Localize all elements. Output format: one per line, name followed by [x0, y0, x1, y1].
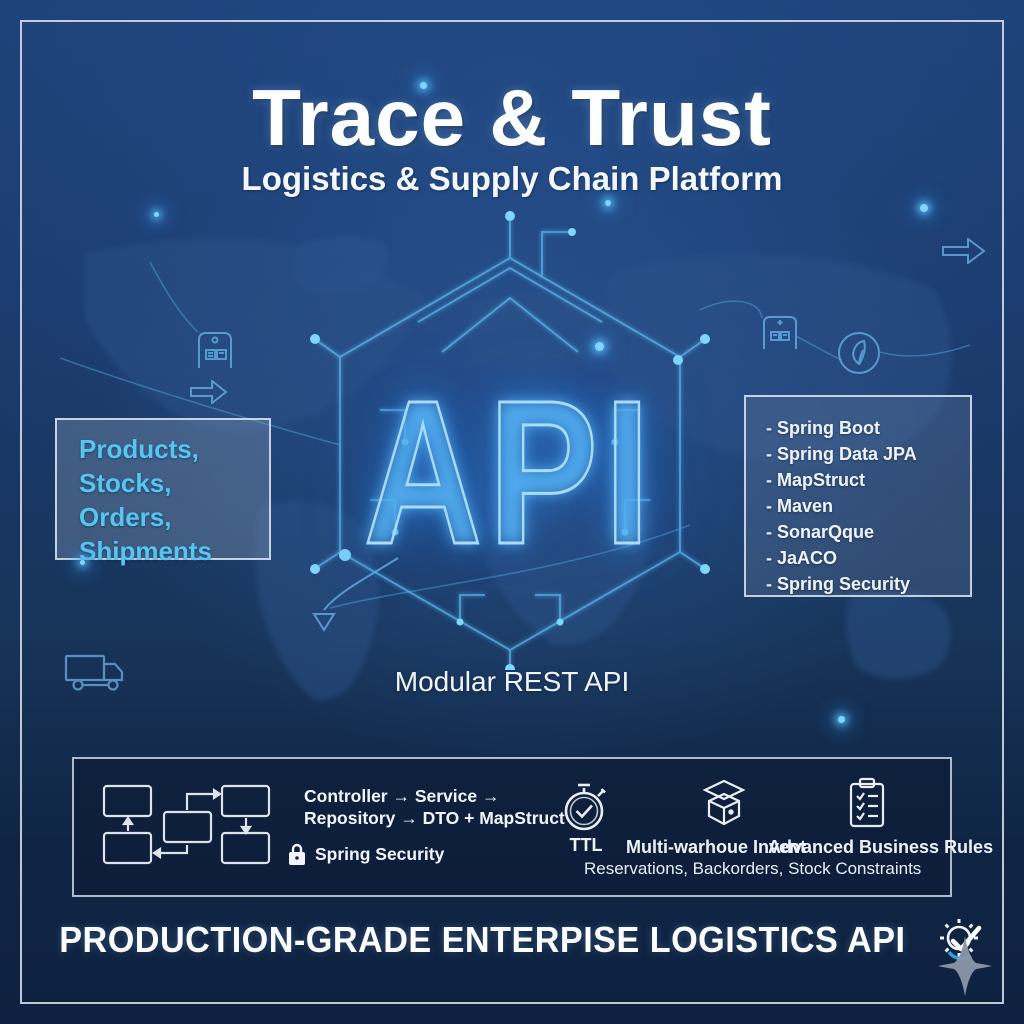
package-icon	[702, 779, 746, 826]
architecture-line1: Controller → Service →	[304, 786, 500, 806]
block-arrow-right-icon	[942, 238, 986, 264]
flowchart-icon	[102, 784, 271, 865]
domain-entities-box: Products, Stocks, Orders, Shipments	[55, 418, 271, 566]
stack-item: - MapStruct	[766, 470, 865, 490]
lock-icon	[289, 843, 305, 865]
stack-item: - Spring Boot	[766, 418, 880, 438]
warehouse-icon	[198, 332, 232, 368]
block-arrow-right-icon	[190, 380, 228, 404]
entity-item: Shipments	[79, 536, 212, 566]
glow-dot	[595, 342, 604, 351]
stack-item: - Maven	[766, 496, 834, 516]
tech-stack-box: - Spring Boot - Spring Data JPA - MapStr…	[744, 395, 972, 597]
leaf-icon	[838, 332, 880, 374]
architecture-line2: Repository → DTO + MapStruct	[304, 808, 565, 828]
stopwatch-icon	[564, 783, 606, 831]
glow-dot	[920, 204, 928, 212]
entity-item: Stocks,	[79, 468, 172, 498]
security-row: Spring Security	[288, 843, 444, 866]
security-label: Spring Security	[315, 844, 445, 864]
warehouse-icon	[763, 316, 797, 349]
glow-dot	[838, 716, 845, 723]
glow-dot	[154, 212, 159, 217]
stack-item: - Spring Security	[766, 574, 911, 594]
entity-item: Products,	[79, 434, 199, 464]
inventory-subline: Reservations, Backorders, Stock Constrai…	[584, 859, 922, 878]
footer: PRODUCTION-GRADE ENTERPISE LOGISTICS API	[0, 916, 1024, 964]
features-panel: Controller → Service → Repository → DTO …	[72, 757, 993, 897]
tagline: Modular REST API	[394, 666, 630, 697]
truck-icon	[64, 654, 124, 691]
api-wordmark: API	[363, 358, 657, 587]
rules-label: Advanced Business Rules	[768, 837, 994, 857]
footer-headline: PRODUCTION-GRADE ENTERPISE LOGISTICS API	[58, 919, 906, 960]
inventory-label: Multi-warhoue Invent	[626, 837, 806, 857]
api-hexagon: API	[310, 200, 710, 670]
sparkle-icon	[938, 936, 992, 996]
glow-dot	[80, 560, 85, 565]
hexagon-circuit-icon	[310, 211, 710, 670]
page-subtitle: Logistics & Supply Chain Platform	[241, 160, 783, 197]
clipboard-checklist-icon	[849, 777, 885, 828]
glow-dot	[420, 82, 427, 89]
architecture-text: Controller → Service → Repository → DTO …	[304, 785, 565, 829]
stack-item: - SonarQque	[766, 522, 875, 542]
stack-item: - Spring Data JPA	[766, 444, 917, 464]
ttl-label: TTL	[569, 835, 603, 855]
glow-dot	[605, 200, 611, 206]
entity-item: Orders,	[79, 502, 172, 532]
down-arrow-icon	[312, 557, 399, 632]
page-title: Trace & Trust	[252, 73, 772, 162]
stack-item: - JaACO	[766, 548, 838, 568]
